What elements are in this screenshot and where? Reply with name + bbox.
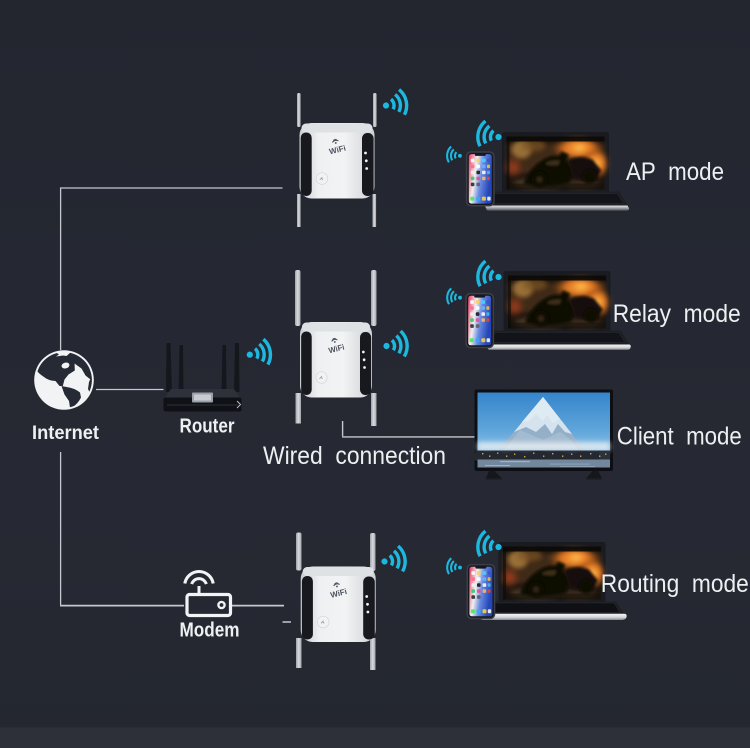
- svg-text:Internet: Internet: [32, 423, 100, 444]
- svg-text:Wired connection: Wired connection: [263, 442, 446, 470]
- svg-text:Modem: Modem: [180, 620, 240, 642]
- svg-text:Routing mode: Routing mode: [601, 570, 749, 598]
- svg-text:Router: Router: [180, 416, 235, 438]
- svg-text:Relay mode: Relay mode: [613, 300, 741, 328]
- svg-text:Client mode: Client mode: [617, 423, 742, 451]
- svg-text:AP mode: AP mode: [626, 158, 724, 186]
